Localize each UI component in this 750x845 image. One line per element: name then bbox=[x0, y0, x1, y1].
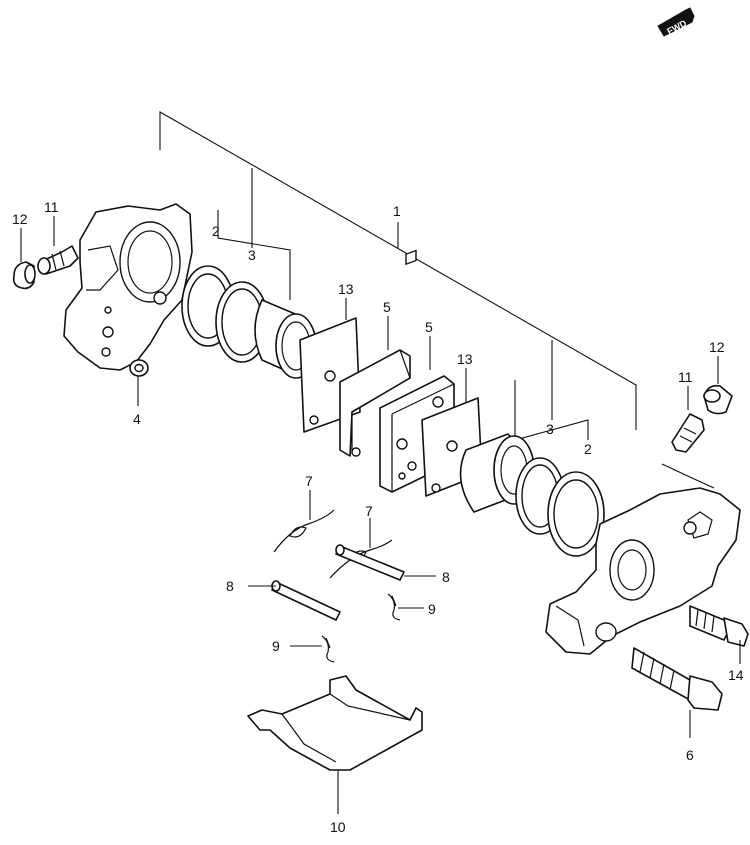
callout-5-b: 5 bbox=[425, 319, 433, 335]
callout-8-a: 8 bbox=[226, 578, 234, 594]
callout-10: 10 bbox=[330, 819, 346, 835]
callout-leaders bbox=[20, 216, 741, 814]
bleeder-valve-right bbox=[661, 413, 715, 489]
caliper-body-right bbox=[545, 487, 741, 655]
callout-4: 4 bbox=[133, 411, 141, 427]
callout-5-a: 5 bbox=[383, 299, 391, 315]
callout-2-left: 2 bbox=[212, 223, 220, 239]
callout-3-left: 3 bbox=[248, 247, 256, 263]
callout-9-b: 9 bbox=[272, 638, 280, 654]
callout-9-a: 9 bbox=[428, 601, 436, 617]
callout-14: 14 bbox=[728, 667, 744, 683]
callout-6: 6 bbox=[686, 747, 694, 763]
fwd-arrow-icon: FWD bbox=[657, 7, 695, 37]
caliper-body-left bbox=[63, 203, 193, 371]
callout-labels: 1 2 2 3 3 4 5 5 6 7 7 8 8 9 9 10 11 11 1… bbox=[12, 199, 744, 835]
assembly-bracket bbox=[159, 111, 637, 441]
mounting-bolt-6 bbox=[631, 647, 723, 711]
bleeder-cap-left bbox=[12, 261, 36, 290]
bleeder-cap-right bbox=[703, 384, 733, 415]
callout-11-left: 11 bbox=[44, 199, 59, 215]
callout-13-b: 13 bbox=[457, 351, 473, 367]
callout-2-right: 2 bbox=[584, 441, 592, 457]
bleeder-valve-left bbox=[37, 245, 79, 275]
pad-pin-a bbox=[271, 580, 341, 621]
callout-7-a: 7 bbox=[305, 473, 313, 489]
callout-1: 1 bbox=[393, 203, 401, 219]
pad-pin-b bbox=[335, 544, 405, 581]
dust-seal-left bbox=[215, 281, 269, 363]
callout-8-b: 8 bbox=[442, 569, 450, 585]
pin-clip-b bbox=[321, 635, 335, 663]
brake-pad-a bbox=[339, 349, 411, 457]
pad-spring-a bbox=[273, 509, 335, 553]
callout-11-right: 11 bbox=[678, 369, 693, 385]
pad-spring-plate bbox=[247, 675, 423, 771]
mounting-bolt-14 bbox=[689, 605, 749, 647]
callout-7-b: 7 bbox=[365, 503, 373, 519]
washer bbox=[129, 359, 149, 377]
pin-clip-a bbox=[387, 593, 401, 621]
callout-13-a: 13 bbox=[338, 281, 354, 297]
callout-12-left: 12 bbox=[12, 211, 28, 227]
callout-12-right: 12 bbox=[709, 339, 725, 355]
callout-3-right: 3 bbox=[546, 421, 554, 437]
piston-seal-right bbox=[547, 471, 605, 557]
